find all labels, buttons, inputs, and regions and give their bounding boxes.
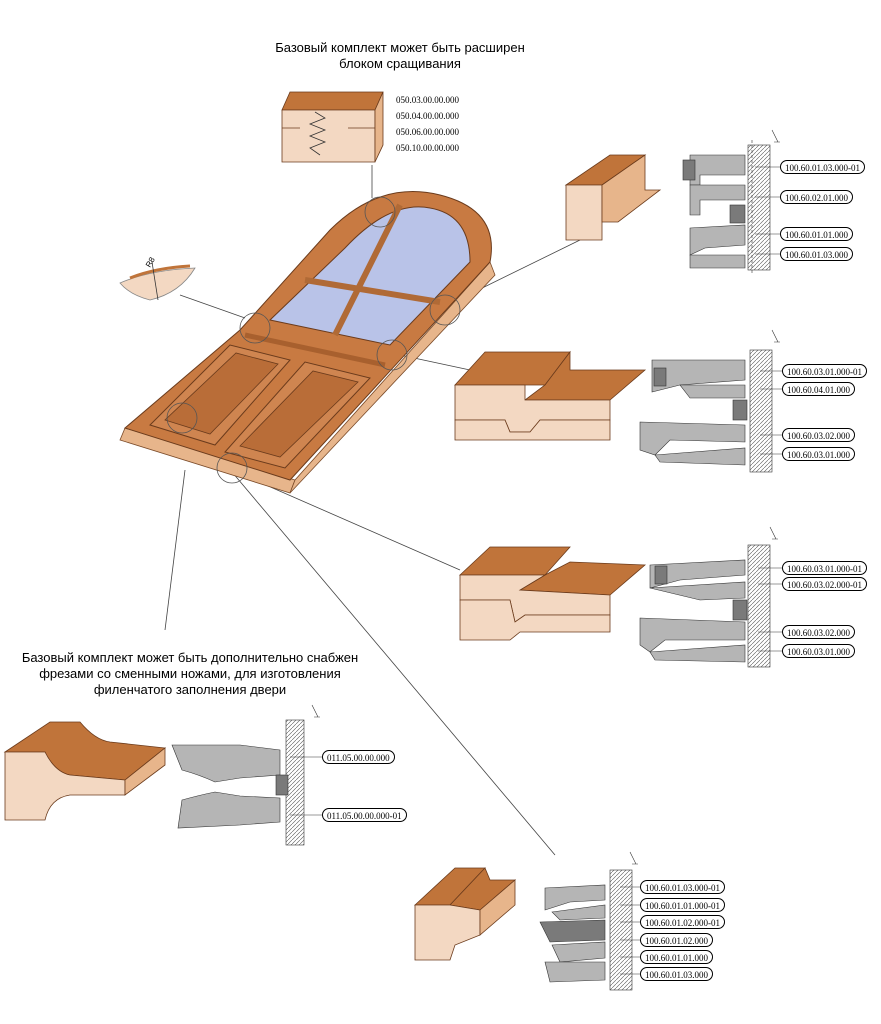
caption-line: Базовый комплект может быть расширен (275, 40, 525, 55)
part-number-label: 100.60.01.02.000 (640, 933, 713, 947)
wood-profile-icon-panel (3, 721, 167, 821)
part-number-label: 100.60.01.03.000-01 (640, 880, 725, 894)
part-number-label: 011.05.00.00.000 (322, 750, 395, 764)
leader-lines (164, 165, 581, 856)
wood-profile-icon-5 (413, 867, 517, 961)
part-number-label: 100.60.03.01.000 (782, 644, 855, 658)
cutter-set-icon-3 (639, 526, 782, 668)
cutter-set-icon-1 (682, 129, 780, 275)
part-number-label: 100.60.01.03.000 (780, 247, 853, 261)
part-number-label: 100.60.02.01.000 (780, 190, 853, 204)
part-number-label: 100.60.03.02.000-01 (782, 577, 867, 591)
cutter-set-icon-panel (171, 704, 322, 846)
caption-line: филенчатого заполнения двери (93, 682, 287, 697)
part-number-label: 100.60.04.01.000 (782, 382, 855, 396)
part-number-label: 100.60.03.02.000 (782, 625, 855, 639)
part-number-label: 100.60.01.03.000-01 (780, 160, 865, 174)
part-number-label: 100.60.01.03.000 (640, 967, 713, 981)
part-number-label: 100.60.03.02.000 (782, 428, 855, 442)
part-number-label: 100.60.01.01.000 (640, 950, 713, 964)
svg-text:R8: R8 (144, 255, 157, 269)
caption-panel-cutters: Базовый комплект может быть дополнительн… (5, 650, 375, 698)
arched-door-illustration (119, 191, 496, 494)
splice-code: 050.04.00.00.000 (396, 111, 459, 121)
wood-profile-icon-1 (564, 154, 662, 241)
splice-code: 050.03.00.00.000 (396, 95, 459, 105)
splice-code: 050.10.00.00.000 (396, 143, 459, 153)
splice-code: 050.06.00.00.000 (396, 127, 459, 137)
angle-segment-icon: R8 (119, 255, 196, 301)
splice-code-list: 050.03.00.00.000 050.04.00.00.000 050.06… (396, 92, 459, 156)
part-number-label: 100.60.01.01.000-01 (640, 898, 725, 912)
wood-profile-icon-3 (458, 546, 647, 641)
part-number-label: 100.60.03.01.000-01 (782, 364, 867, 378)
part-number-label: 011.05.00.00.000-01 (322, 808, 407, 822)
part-number-label: 100.60.01.01.000 (780, 227, 853, 241)
caption-line: блоком сращивания (339, 56, 461, 71)
cutter-set-icon-2 (639, 329, 782, 473)
caption-line: фрезами со сменными ножами, для изготовл… (39, 666, 341, 681)
splice-block-icon (281, 91, 384, 163)
cutter-set-icon-5 (539, 851, 640, 991)
caption-splice-block: Базовый комплект может быть расширен бло… (250, 40, 550, 72)
wood-profile-icon-2 (454, 350, 647, 441)
part-number-label: 100.60.03.01.000 (782, 447, 855, 461)
caption-line: Базовый комплект может быть дополнительн… (21, 650, 359, 665)
part-number-label: 100.60.01.02.000-01 (640, 915, 725, 929)
part-number-label: 100.60.03.01.000-01 (782, 561, 867, 575)
